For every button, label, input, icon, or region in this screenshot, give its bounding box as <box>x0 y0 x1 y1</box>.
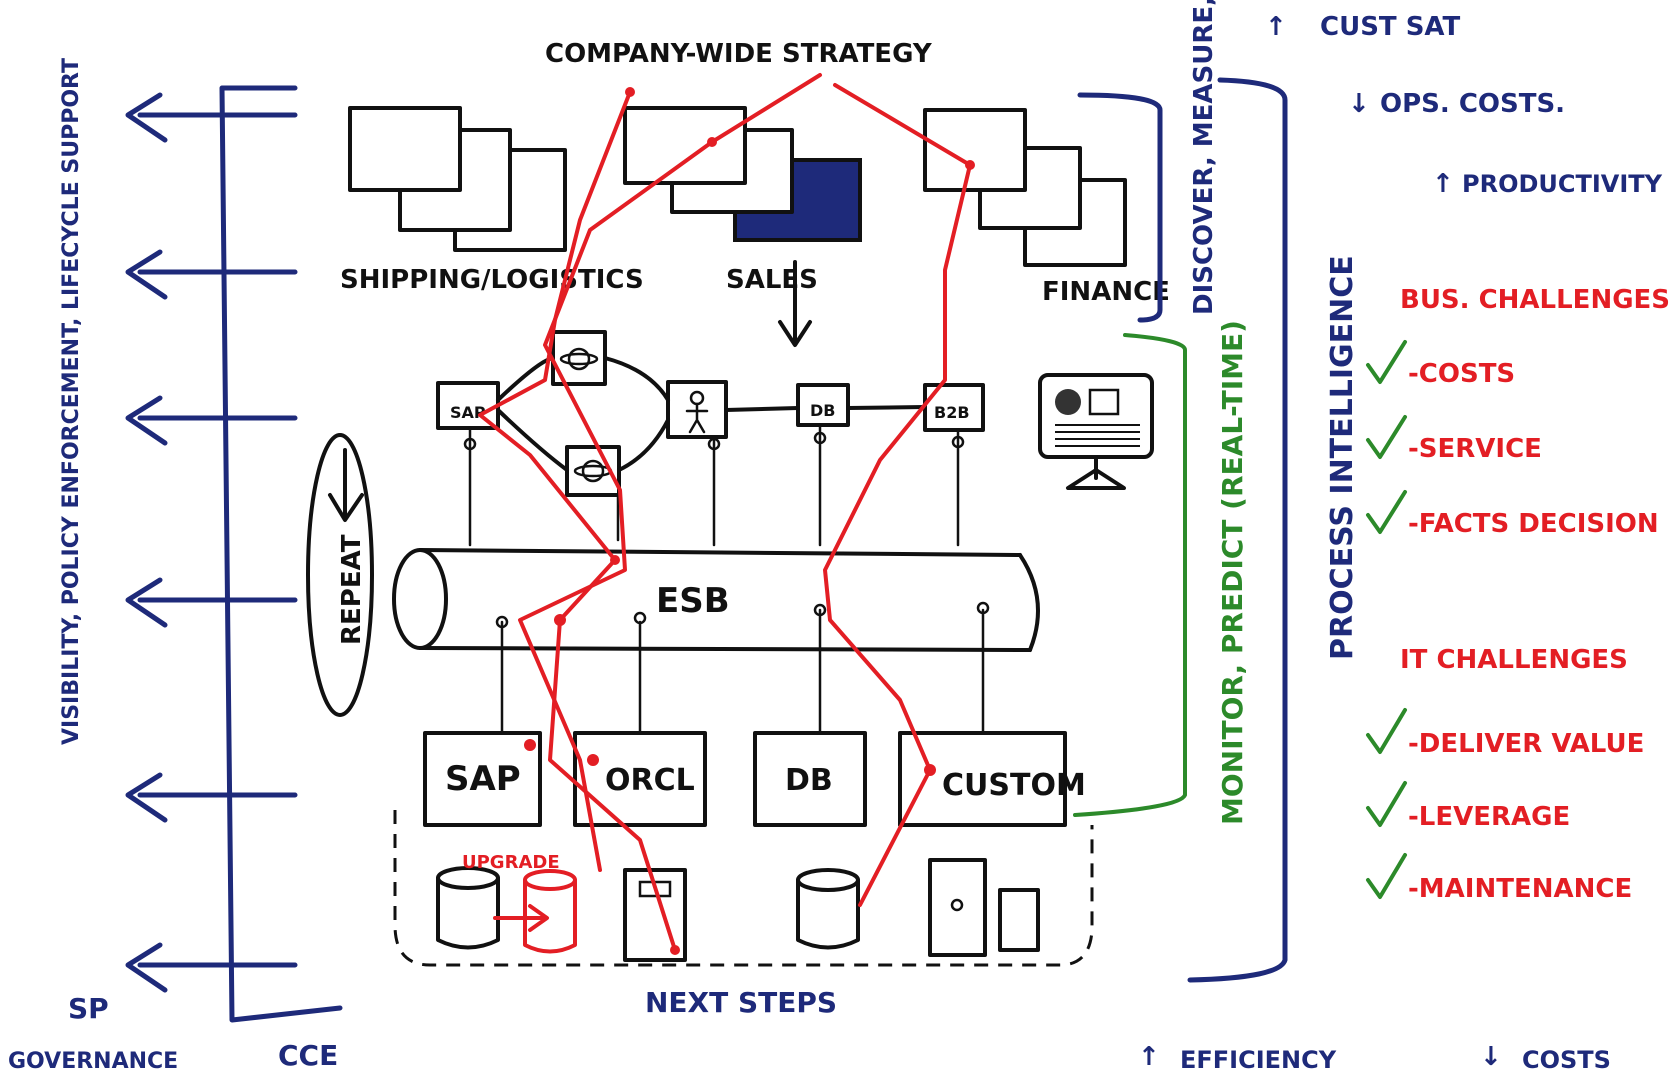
finance-windows <box>923 108 1127 267</box>
it-challenge-0: -DELIVER VALUE <box>1408 729 1644 759</box>
dept-label-sales: SALES <box>726 265 818 295</box>
esb-bus <box>392 548 1040 652</box>
discover-bracket <box>1077 92 1163 323</box>
company-strategy-title: COMPANY-WIDE STRATEGY <box>545 39 933 69</box>
it-challenge-1: -LEVERAGE <box>1408 802 1570 832</box>
sp-label: SP <box>68 992 109 1025</box>
shipping-logistics-windows <box>348 106 567 252</box>
system-db <box>753 731 867 827</box>
bus-challenge-2: -FACTS DECISION <box>1408 509 1659 539</box>
system-orcl-label: ORCL <box>605 763 695 798</box>
upgrade-arrow <box>493 904 549 932</box>
dept-label-finance: FINANCE <box>1042 277 1170 307</box>
dashboard-monitor-icon <box>1038 373 1154 490</box>
upgrade-label: UPGRADE <box>462 852 560 873</box>
sales-windows <box>623 106 862 242</box>
bus-checks <box>1366 340 1407 534</box>
costs-bottom-label: COSTS <box>1522 1046 1611 1074</box>
discover-measure-compare-label: DISCOVER, MEASURE, COMPARE <box>1189 0 1219 315</box>
service-network <box>436 330 985 547</box>
costs-arrow-icon: ↓ <box>1480 1042 1502 1072</box>
outcome-arrow-0: ↑ <box>1265 12 1287 42</box>
monitor-bracket <box>1073 333 1187 817</box>
system-orcl <box>573 731 707 827</box>
next-steps-region <box>393 810 1094 967</box>
sales-down-arrow <box>778 260 812 347</box>
dept-label-shipping: SHIPPING/LOGISTICS <box>340 265 644 295</box>
governance-bracket <box>219 85 343 1023</box>
outcome-label-2: PRODUCTIVITY <box>1462 170 1663 198</box>
process-intelligence-label: PROCESS INTELLIGENCE <box>1325 255 1360 660</box>
visibility-policy-label: VISIBILITY, POLICY ENFORCEMENT, LIFECYCL… <box>59 58 84 745</box>
node-db-label: DB <box>810 401 835 420</box>
repeat-label: REPEAT <box>337 534 367 645</box>
cce-label: CCE <box>278 1039 338 1072</box>
node-db <box>796 383 850 427</box>
bus-challenge-1: -SERVICE <box>1408 434 1542 464</box>
repeat-loop <box>306 433 374 717</box>
efficiency-arrow-icon: ↑ <box>1138 1042 1160 1072</box>
node-b2b-label: B2B <box>934 403 970 422</box>
system-db-label: DB <box>785 763 833 798</box>
monitor-predict-label: MONITOR, PREDICT (REAL-TIME) <box>1216 320 1249 825</box>
it-challenge-2: -MAINTENANCE <box>1408 874 1632 904</box>
system-custom-label: CUSTOM <box>942 768 1086 803</box>
efficiency-label: EFFICIENCY <box>1180 1046 1337 1074</box>
outcome-label-1: OPS. COSTS. <box>1380 89 1565 119</box>
process-paths <box>478 73 975 955</box>
esb-label: ESB <box>656 581 730 621</box>
server-icon-3 <box>998 888 1040 952</box>
storage-row <box>436 858 1040 962</box>
bus-challenge-0: -COSTS <box>1408 359 1515 389</box>
systems-row <box>423 731 1067 827</box>
server-icon-2 <box>928 858 987 957</box>
system-sap <box>423 731 542 827</box>
outcome-arrow-1: ↓ <box>1348 89 1370 119</box>
governance-label: GOVERNANCE <box>8 1049 178 1074</box>
node-sap-label: SAP <box>450 403 486 422</box>
bus-challenges-title: BUS. CHALLENGES <box>1400 285 1670 315</box>
outcome-arrow-2: ↑ <box>1432 169 1454 199</box>
next-steps-label: NEXT STEPS <box>645 986 837 1019</box>
it-challenges-title: IT CHALLENGES <box>1400 645 1628 675</box>
outcome-label-0: CUST SAT <box>1320 12 1461 42</box>
left-arrows <box>125 92 298 993</box>
it-checks <box>1366 708 1407 899</box>
system-sap-label: SAP <box>445 759 521 799</box>
process-intelligence-bracket <box>1187 77 1288 983</box>
